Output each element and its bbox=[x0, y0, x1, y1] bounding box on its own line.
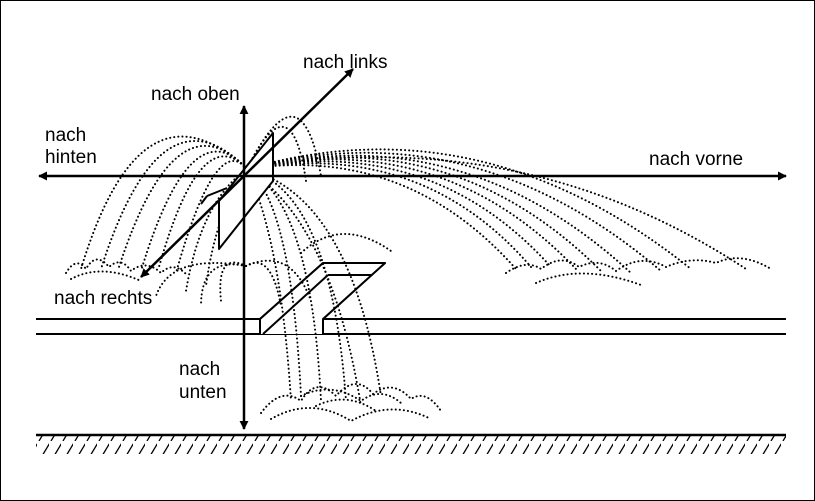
label-right: nach rechts bbox=[54, 288, 152, 309]
label-left: nach links bbox=[303, 52, 388, 73]
diagonal-axis-arrow bbox=[140, 68, 354, 278]
label-back-line1: nach bbox=[45, 125, 86, 146]
label-up: nach oben bbox=[151, 84, 240, 105]
axis-arrows bbox=[38, 68, 787, 430]
label-down-line1: nach bbox=[179, 359, 220, 380]
label-front: nach vorne bbox=[649, 149, 743, 170]
ground bbox=[36, 433, 786, 454]
floor-slab bbox=[36, 318, 786, 335]
label-down-line2: unten bbox=[179, 382, 227, 403]
label-back-line2: hinten bbox=[45, 147, 97, 168]
deflector-plate bbox=[200, 132, 274, 250]
splash-clusters bbox=[65, 257, 772, 423]
